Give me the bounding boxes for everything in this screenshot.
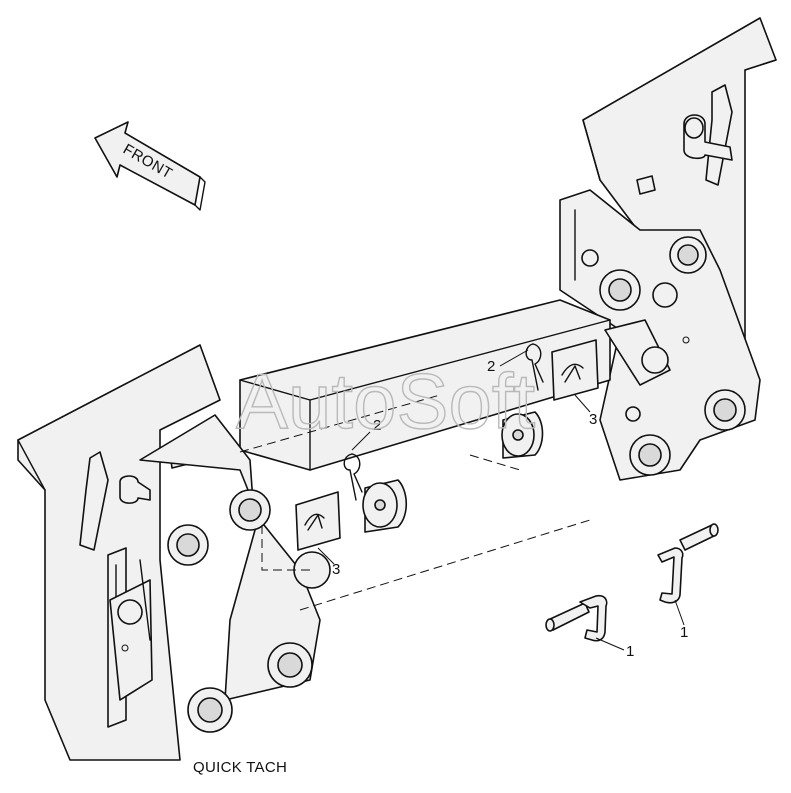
front-direction-arrow: FRONT: [94, 121, 206, 211]
callout-clip-left: 2: [373, 417, 381, 434]
left-bracket: [109, 414, 331, 733]
right-bushing: [501, 411, 544, 459]
callout-pin-right: 1: [680, 624, 688, 641]
leader-lines: [317, 349, 685, 651]
hairpin-clip-left: [343, 453, 363, 501]
callout-clip-right: 2: [487, 358, 495, 375]
cross-beam: [239, 299, 671, 471]
watermark: AutoSoft: [236, 357, 536, 445]
callout-decal-right: 3: [589, 411, 597, 428]
left-bushing: [362, 479, 408, 533]
lock-pin-right: [657, 523, 719, 604]
callout-decal-left: 3: [332, 561, 340, 578]
diagram-caption: QUICK TACH: [193, 759, 288, 776]
hairpin-clip-right: [525, 343, 544, 391]
decal-left: [295, 491, 341, 551]
assembly-guides: [239, 394, 591, 611]
callout-pin-left: 1: [626, 643, 634, 660]
lock-pin-left: [545, 594, 608, 642]
right-bracket: [559, 189, 761, 481]
decal-right: [551, 339, 599, 401]
